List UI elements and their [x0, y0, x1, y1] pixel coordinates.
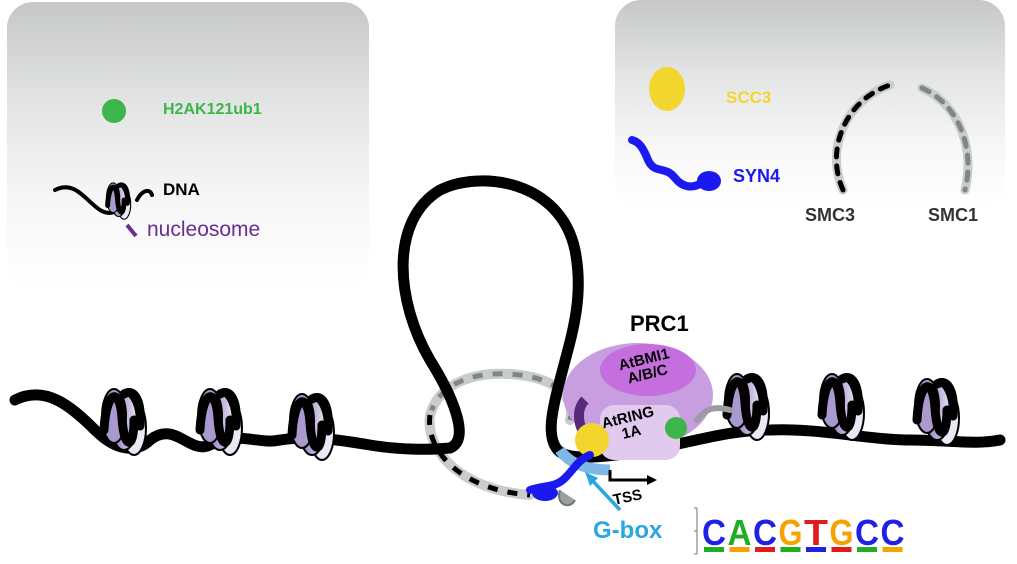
nucleosome-label: nucleosome	[147, 218, 261, 241]
nucleosome-pointer	[125, 223, 138, 238]
motif-logo-axis	[694, 507, 698, 555]
motif-letter-1: C	[702, 512, 726, 553]
dna-label: DNA	[163, 180, 200, 199]
motif-letter-8: C	[881, 512, 905, 553]
dna-strand	[9, 175, 1006, 463]
h2a-ub-mark-icon	[665, 417, 687, 439]
syn4-label: SYN4	[733, 166, 781, 186]
h2a-ub-dot-icon	[102, 99, 126, 123]
h2a-ub-label: H2AK121ub1	[163, 101, 262, 118]
motif-minor-stack-4	[780, 547, 801, 552]
motif-letter-7: C	[855, 512, 879, 553]
legend-panel-left	[7, 2, 369, 292]
atbmi1-subunit	[600, 344, 696, 396]
motif-letter-5: T	[804, 512, 828, 553]
gbox-pointer-arrow	[585, 472, 622, 512]
motif-minor-stack-8	[882, 547, 903, 552]
nucleosome-3	[290, 394, 334, 460]
dna-nucleosome-icon	[53, 183, 154, 219]
prc1-label: PRC1	[630, 311, 689, 336]
syn4-icon	[628, 136, 704, 191]
scc3-protein	[575, 423, 609, 457]
motif-letter-6: G	[830, 512, 854, 553]
motif-letter-3: C	[753, 512, 777, 553]
motif-minor-stack-3	[755, 547, 775, 552]
tss-arrow-icon	[608, 470, 657, 485]
smc1-arm-icon	[917, 83, 973, 195]
syn4-protein	[526, 451, 594, 494]
scc3-label: SCC3	[726, 88, 772, 107]
smc3-arm-icon	[831, 80, 895, 195]
motif-minor-stack-1	[704, 547, 724, 552]
motif-minor-stack-2	[729, 547, 750, 552]
atring-subunit	[600, 405, 680, 460]
smc1-label: SMC1	[928, 205, 979, 225]
motif-minor-stack-7	[857, 547, 877, 552]
smc3-label: SMC3	[805, 205, 856, 225]
motif-minor-stack-6	[831, 547, 852, 552]
prc1-complex	[563, 343, 733, 460]
motif-minor-stack-5	[806, 547, 826, 552]
scc3-icon	[649, 67, 685, 111]
motif-letter-2: A	[728, 512, 752, 553]
gbox-label: G-box	[593, 517, 663, 544]
motif-letter-4: G	[779, 512, 803, 553]
